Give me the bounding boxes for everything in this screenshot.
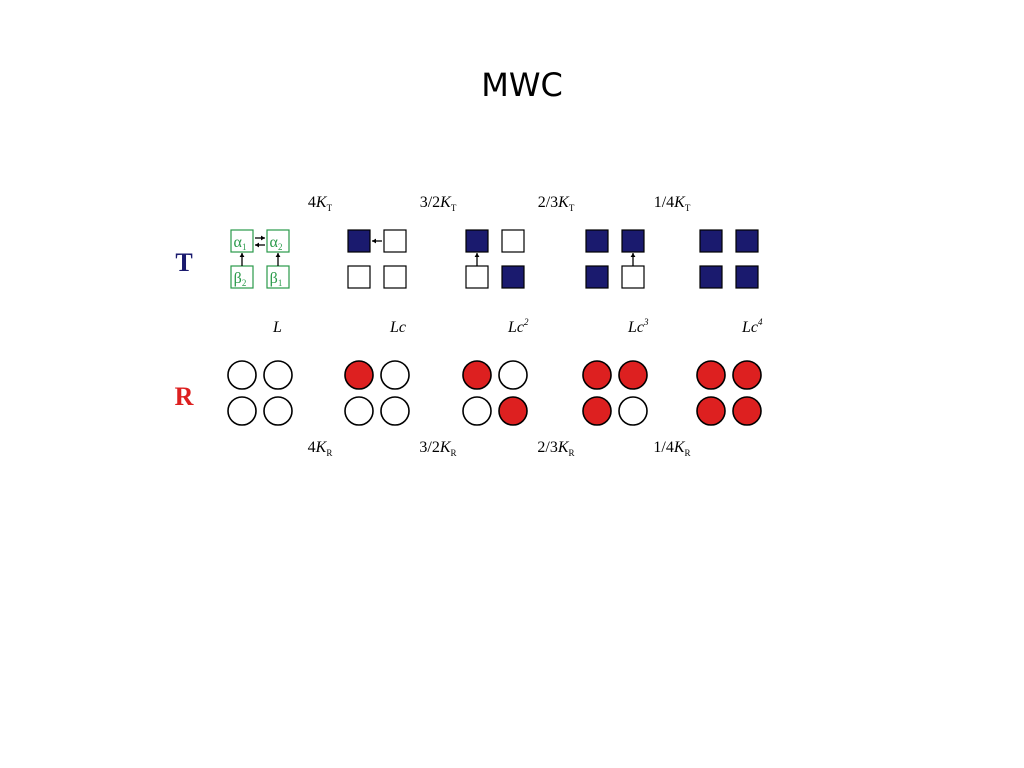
subunit-circle — [227, 396, 257, 426]
diagram-layer: α1 α2 β2 β1L Lc Lc2 Lc3 Lc4 4KT 3/2KT 2/3KT 1/4KT 4K… — [227, 194, 763, 458]
subunit-square — [501, 265, 525, 289]
interaction-arrow-head — [372, 238, 376, 244]
subunit-square — [585, 265, 609, 289]
subunit-label: α1 — [234, 234, 247, 252]
subunit-circle — [227, 360, 257, 390]
subunit-label: β2 — [234, 270, 247, 288]
subunit-circle — [462, 396, 492, 426]
subunit-circle — [696, 360, 726, 390]
r_constants-binding-constant: 1/4KR — [653, 439, 690, 458]
subunit-square — [585, 229, 609, 253]
subunit-square — [230, 229, 254, 253]
subunit-circle — [696, 396, 726, 426]
subunit-square — [621, 265, 645, 289]
subunit-circle — [498, 396, 528, 426]
subunit-circle — [498, 360, 528, 390]
transition-constant: L — [272, 319, 282, 336]
subunit-circle — [582, 396, 612, 426]
r_constants-binding-constant: 2/3KR — [537, 439, 574, 458]
subunit-circle — [618, 360, 648, 390]
t_constants-binding-constant: 3/2KT — [420, 194, 457, 213]
subunit-square — [735, 265, 759, 289]
transition-constant: Lc2 — [507, 317, 529, 336]
subunit-circle — [263, 396, 293, 426]
subunit-circle — [732, 360, 762, 390]
subunit-circle — [380, 396, 410, 426]
subunit-circle — [344, 360, 374, 390]
subunit-square — [266, 229, 290, 253]
subunit-square — [699, 229, 723, 253]
interaction-arrow-head — [275, 253, 281, 257]
interaction-arrow-head — [239, 253, 245, 257]
subunit-square — [465, 265, 489, 289]
subunit-circle — [462, 360, 492, 390]
transition-constant: Lc3 — [627, 317, 649, 336]
r_constants-binding-constant: 4KR — [308, 439, 333, 458]
subunit-square — [465, 229, 489, 253]
t_constants-binding-constant: 4KT — [308, 194, 333, 213]
subunit-square — [383, 229, 407, 253]
subunit-circle — [344, 396, 374, 426]
subunit-label: β1 — [270, 270, 283, 288]
t-state-label: T — [175, 248, 192, 277]
subunit-circle — [582, 360, 612, 390]
r_constants-binding-constant: 3/2KR — [419, 439, 456, 458]
subunit-circle — [263, 360, 293, 390]
subunit-square — [347, 229, 371, 253]
subunit-square — [383, 265, 407, 289]
subunit-square — [501, 229, 525, 253]
r-state-label: R — [175, 382, 194, 411]
transition-constant: Lc — [389, 319, 406, 336]
transition-constant: Lc4 — [741, 317, 763, 336]
subunit-square — [735, 229, 759, 253]
subunit-square — [699, 265, 723, 289]
subunit-label: α2 — [270, 234, 283, 252]
interaction-arrow-head — [255, 242, 259, 248]
interaction-arrow-head — [261, 235, 265, 241]
interaction-arrow-head — [630, 253, 636, 257]
subunit-square — [621, 229, 645, 253]
subunit-circle — [732, 396, 762, 426]
subunit-circle — [618, 396, 648, 426]
subunit-square — [347, 265, 371, 289]
subunit-circle — [380, 360, 410, 390]
t_constants-binding-constant: 1/4KT — [654, 194, 691, 213]
interaction-arrow-head — [474, 253, 480, 257]
t_constants-binding-constant: 2/3KT — [538, 194, 575, 213]
page-title: MWC — [481, 66, 563, 104]
